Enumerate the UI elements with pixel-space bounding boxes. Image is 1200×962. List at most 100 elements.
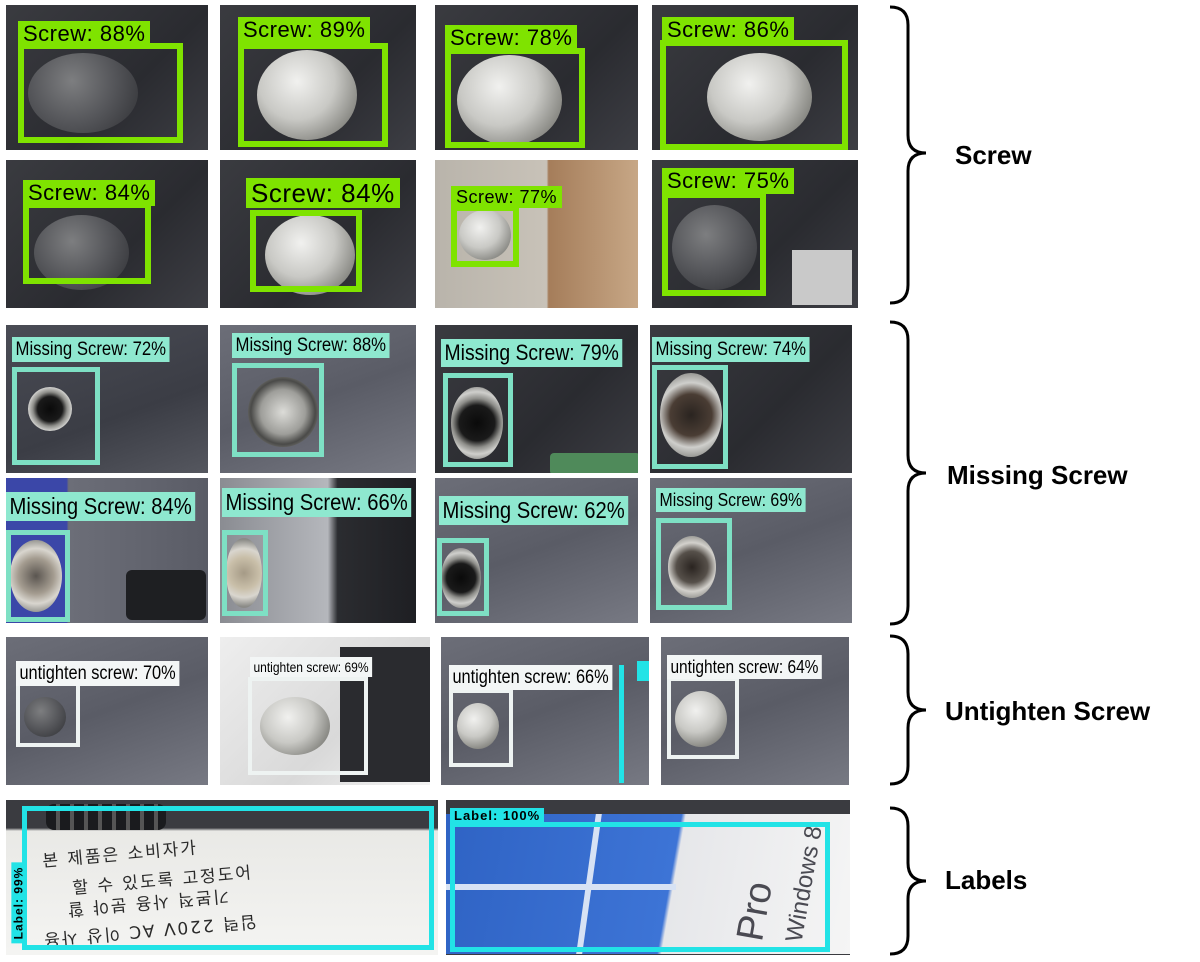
detection-box (449, 689, 513, 767)
detection-box (450, 822, 830, 952)
brace-missing (889, 320, 927, 626)
missing-tile-6: Missing Screw: 66% (220, 478, 416, 623)
detection-label: Screw: 89% (238, 17, 371, 43)
detection-label: Screw: 77% (451, 186, 563, 208)
screw-head (457, 703, 499, 749)
detection-label: Missing Screw: 69% (656, 488, 806, 512)
detection-label: Missing Screw: 66% (222, 488, 412, 517)
detection-label: Screw: 86% (662, 17, 795, 43)
screw-tile-2: Screw: 89% (220, 5, 416, 150)
detection-label: Missing Screw: 62% (439, 496, 629, 525)
missing-tile-4: Missing Screw: 74% (650, 325, 852, 473)
label-tile-2: Pro Windows 8 Label: 100% (446, 800, 850, 955)
detection-label: Missing Screw: 74% (652, 337, 810, 362)
screw-hole (10, 540, 62, 612)
category-label-untighten: Untighten Screw (945, 696, 1151, 726)
detection-box (23, 202, 151, 284)
screw-head (457, 55, 562, 145)
detection-label: Missing Screw: 79% (441, 339, 623, 367)
untighten-tile-3: untighten screw: 66% (441, 637, 649, 785)
missing-tile-5: Missing Screw: 84% (6, 478, 208, 623)
screw-head (34, 215, 129, 290)
detection-box (222, 530, 268, 616)
missing-tile-2: Missing Screw: 88% (220, 325, 416, 473)
detection-label: Screw: 75% (662, 168, 795, 194)
screw-hole (226, 538, 262, 608)
detection-label: Screw: 78% (445, 25, 578, 51)
category-label-missing: Missing Screw (947, 460, 1128, 490)
detection-box (443, 373, 513, 467)
screw-hole (660, 373, 722, 457)
missing-tile-8: Missing Screw: 69% (650, 478, 852, 623)
screw-head (257, 50, 357, 140)
screw-head (24, 697, 66, 737)
detection-label: Missing Screw: 88% (232, 333, 390, 358)
detection-box (12, 367, 100, 465)
screw-head (265, 215, 355, 295)
detection-box (22, 806, 434, 950)
screw-tile-1: Screw: 88% (6, 5, 208, 150)
screw-hole (28, 387, 72, 431)
label-tile-1: 본 제품은 소비자가 할 수 있도록 고정도어 기본적 사용 분야 할 입력 2… (6, 800, 438, 955)
screw-hole (441, 548, 481, 608)
partial-box-edge (619, 665, 624, 783)
untighten-tile-4: untighten screw: 64% (661, 637, 849, 785)
detection-box (232, 363, 324, 457)
missing-tile-3: Missing Screw: 79% (435, 325, 638, 473)
detection-label: untighten screw: 70% (16, 661, 180, 686)
screw-tile-6: Screw: 84% (220, 160, 416, 308)
detection-label: Label: 100% (450, 808, 545, 823)
screw-tile-8: Screw: 75% (652, 160, 858, 308)
missing-tile-1: Missing Screw: 72% (6, 325, 208, 473)
detection-box (662, 192, 766, 296)
bracket (126, 570, 206, 620)
screw-head (672, 205, 757, 290)
detection-box (6, 530, 70, 622)
screw-head (459, 210, 511, 260)
screw-head (28, 53, 138, 133)
detection-box (16, 681, 80, 747)
missing-tile-7: Missing Screw: 62% (435, 478, 638, 623)
untighten-tile-1: untighten screw: 70% (6, 637, 208, 785)
detection-label: Label: 99% (11, 862, 26, 944)
category-label-screw: Screw (955, 140, 1032, 170)
brace-labels (889, 806, 927, 956)
detection-label: Screw: 88% (18, 21, 151, 47)
screw-tile-7: Screw: 77% (435, 160, 638, 308)
brace-untighten (889, 634, 927, 786)
screw-tile-4: Screw: 86% (652, 5, 858, 150)
detection-label: Screw: 84% (23, 180, 156, 206)
partial-box-corner (637, 661, 649, 681)
detection-box (652, 365, 728, 469)
detection-box (250, 210, 362, 292)
pcb-edge (550, 453, 638, 473)
screw-hole (451, 387, 503, 459)
screw-hole (668, 536, 716, 598)
screw-head (707, 53, 812, 141)
detection-label: untighten screw: 69% (250, 657, 372, 677)
detection-label: Missing Screw: 72% (12, 337, 170, 362)
screw-head (260, 697, 330, 755)
detection-box (667, 677, 739, 759)
detection-box (445, 48, 585, 148)
detection-box (18, 43, 183, 143)
detection-box (248, 677, 368, 775)
bracket (792, 250, 852, 305)
detection-box (451, 205, 519, 267)
category-label-labels: Labels (945, 865, 1028, 895)
screw-tile-3: Screw: 78% (435, 5, 638, 150)
screw-tile-5: Screw: 84% (6, 160, 208, 308)
detection-label: Screw: 84% (246, 178, 400, 208)
detection-box (437, 538, 489, 616)
detection-label: untighten screw: 66% (449, 665, 613, 690)
detection-label: untighten screw: 64% (667, 655, 822, 679)
screw-head (675, 691, 727, 747)
windows-logo-hline (446, 884, 676, 890)
detection-box (238, 43, 388, 147)
brace-screw (889, 5, 927, 305)
detection-box (660, 40, 848, 150)
detection-box (656, 518, 732, 610)
untighten-tile-2: untighten screw: 69% (220, 637, 430, 785)
detection-label: Missing Screw: 84% (6, 492, 196, 521)
screw-hole (248, 377, 318, 447)
